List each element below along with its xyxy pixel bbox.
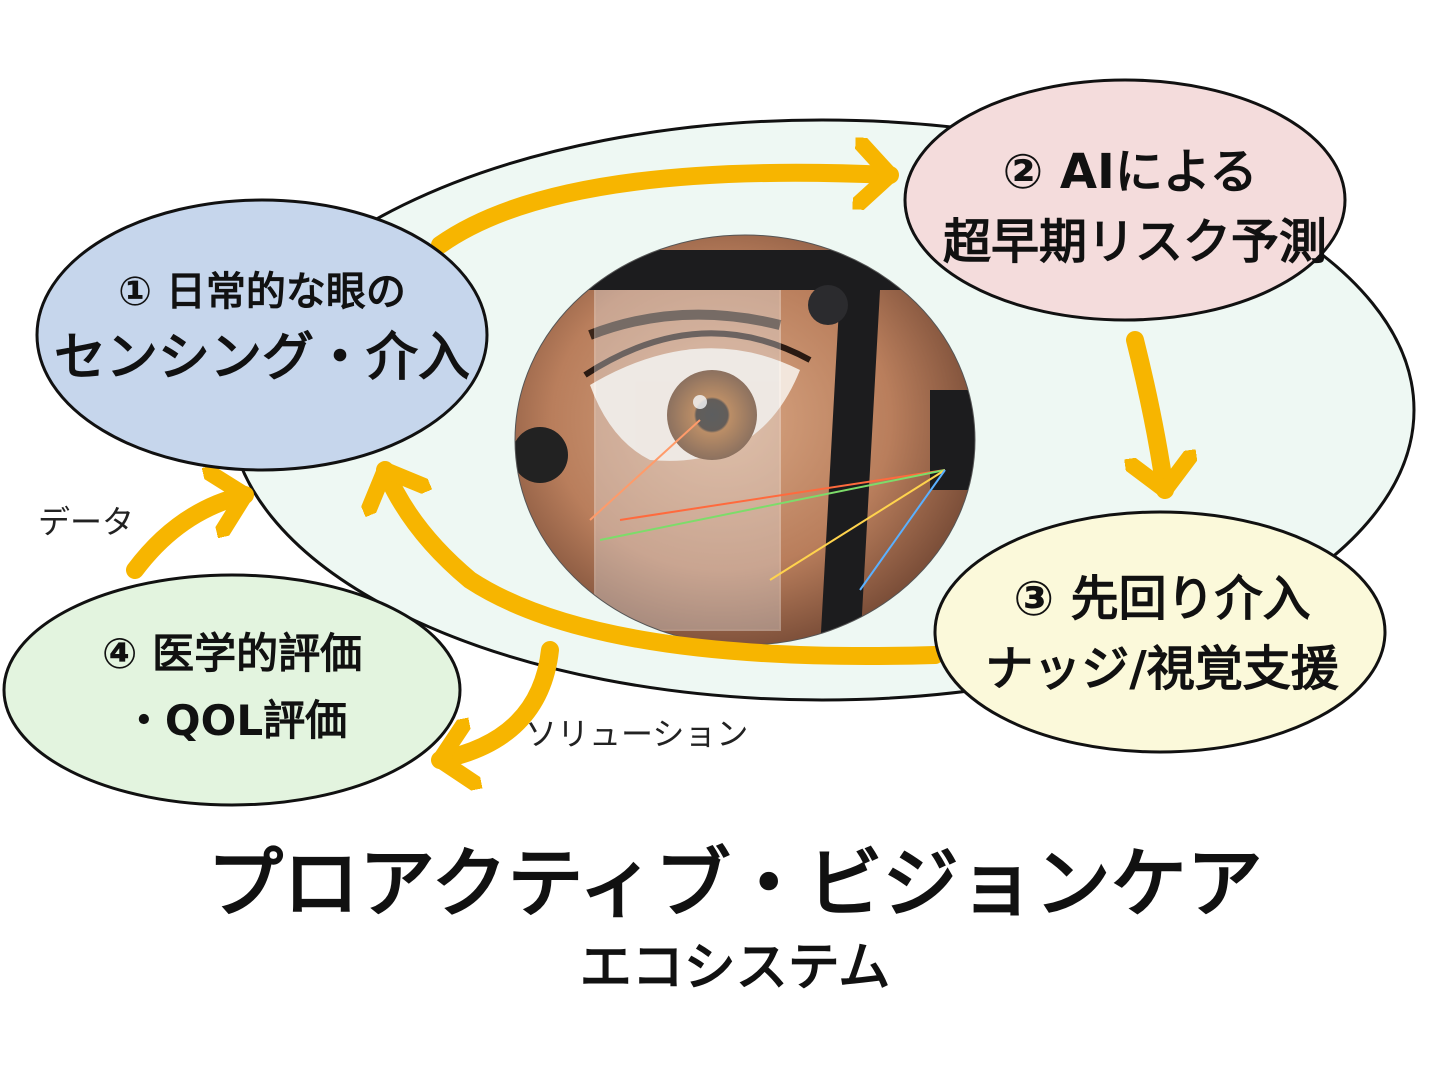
node-ai-prediction: ② AIによる 超早期リスク予測: [903, 78, 1347, 322]
main-title: プロアクティブ・ビジョンケア: [207, 839, 1263, 928]
cycle-arrows: [126, 173, 1165, 760]
subtitle: エコシステム: [580, 938, 890, 998]
node-proactive-intervention: ③ 先回り介入 ナッジ/視覚支援: [933, 510, 1387, 754]
arrow-4-to-1: [126, 495, 254, 579]
node-medical-evaluation: ④ 医学的評価 ・QOL評価: [2, 573, 462, 807]
node-daily-sensing: ① 日常的な眼の センシング・介入: [35, 198, 489, 472]
arrow-2-to-3: [1135, 331, 1165, 499]
node-1-line2: センシング・介入: [54, 328, 470, 388]
smart-glasses-eye-image: [515, 235, 975, 645]
arrow-solution-to-4: [431, 641, 559, 760]
node-4-line2: ・QOL評価: [123, 696, 347, 745]
node-2-line1: ② AIによる: [1003, 144, 1258, 200]
solution-label: ソリューション: [525, 715, 748, 753]
arrow-3-to-1: [385, 461, 944, 666]
node-3-line1: ③ 先回り介入: [1013, 571, 1310, 627]
node-2-line2: 超早期リスク予測: [943, 214, 1327, 270]
node-1-line1: ① 日常的な眼の: [118, 269, 406, 315]
node-3-line2: ナッジ/視覚支援: [985, 641, 1340, 697]
data-label: データ: [38, 503, 134, 541]
arrow-1-to-2: [431, 173, 899, 254]
node-4-line1: ④ 医学的評価: [102, 629, 362, 678]
